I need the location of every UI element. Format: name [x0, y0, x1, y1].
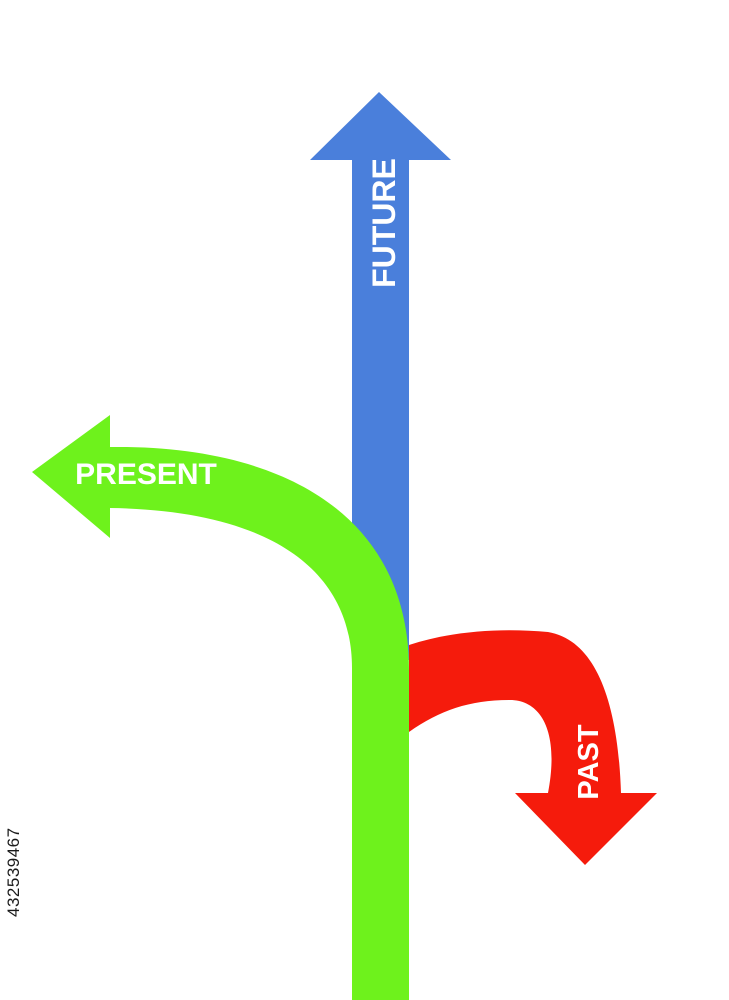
future-arrow: FUTURE [310, 92, 451, 660]
past-label: PAST [573, 724, 605, 799]
past-arrow: PAST [409, 630, 657, 865]
present-arrow: PRESENT [32, 415, 409, 1000]
present-label: PRESENT [75, 458, 217, 491]
future-label: FUTURE [366, 158, 402, 288]
watermark-id: 432539467 [4, 827, 23, 917]
past-arrow-shape [409, 630, 657, 865]
future-arrow-shape [310, 92, 451, 660]
present-arrow-shape [32, 415, 409, 1000]
